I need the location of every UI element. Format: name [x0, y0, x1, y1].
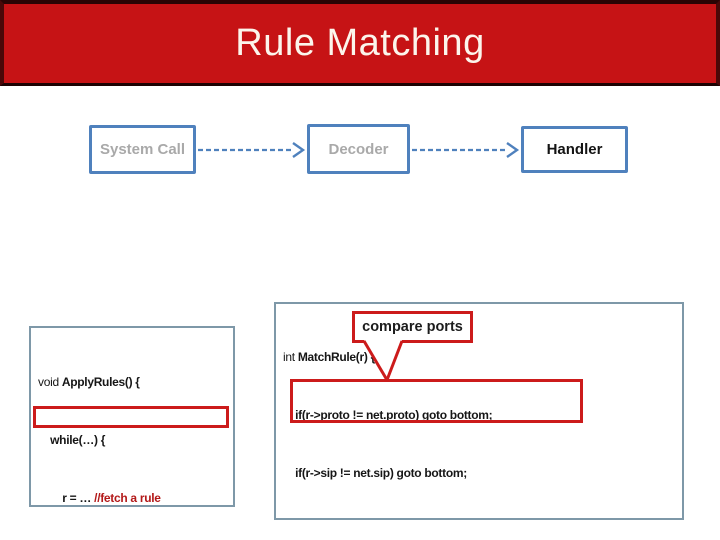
dashed-arrow-icon	[412, 142, 520, 158]
dashed-arrow-icon	[198, 142, 306, 158]
highlight-box-take-actions	[33, 406, 229, 428]
code-line: if(r->sip != net.sip) goto bottom;	[283, 466, 467, 481]
flow-box-label: Decoder	[328, 140, 389, 158]
callout-tail-icon	[362, 340, 404, 381]
compare-ports-callout: compare ports	[352, 311, 473, 343]
flow-box-decoder: Decoder	[307, 124, 410, 174]
match-rule-code-box: int MatchRule(r) { if(r->proto != net.pr…	[274, 302, 684, 520]
code-line: r = … //fetch a rule	[38, 491, 161, 506]
code-line: while(…) {	[38, 433, 106, 448]
code-line: int MatchRule(r) {	[283, 349, 375, 364]
flow-box-system-call: System Call	[89, 125, 196, 174]
code-line: void ApplyRules() {	[38, 374, 140, 389]
flow-box-label: System Call	[99, 141, 186, 158]
highlight-box-compare-ports	[290, 379, 583, 423]
code-line: if(r->proto != net.proto) goto bottom;	[283, 408, 493, 423]
callout-label: compare ports	[362, 319, 463, 335]
title-bar: Rule Matching	[0, 0, 720, 86]
apply-rules-code-box: void ApplyRules() { while(…) { r = … //f…	[29, 326, 235, 507]
flow-box-label: Handler	[546, 141, 603, 158]
page-title: Rule Matching	[235, 22, 485, 64]
flow-box-handler: Handler	[521, 126, 628, 173]
